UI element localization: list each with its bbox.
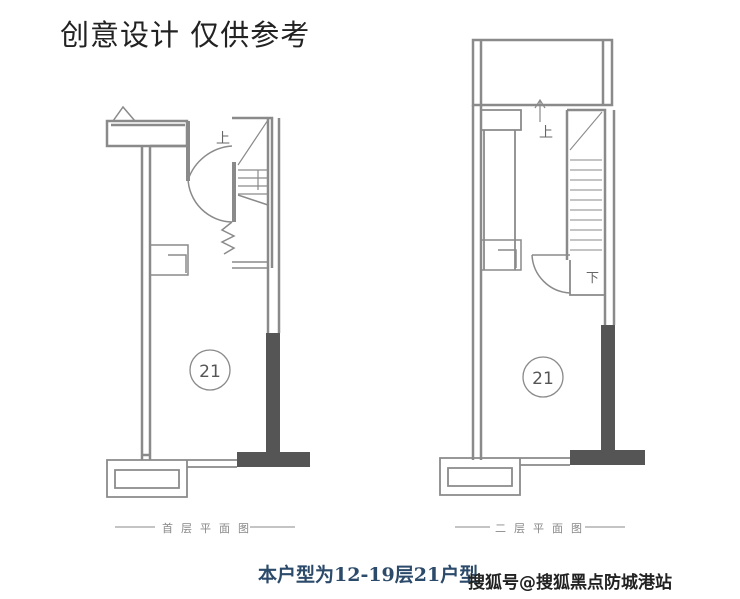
first-floor-plan: 21 上 [105,105,310,528]
unit-number: 21 [532,369,554,389]
dark-slab [237,452,310,467]
unit-type-subtitle: 本户型为12-19层21户型 [258,564,479,586]
stair-up-label: 上 [539,125,553,141]
dark-wall [601,325,615,455]
dark-wall [266,333,280,455]
disclaimer-title: 创意设计 仅供参考 [60,18,311,52]
first-floor-caption: 首层平面图 [162,522,257,535]
second-floor-caption: 二层平面图 [495,522,590,535]
unit-marker [189,349,231,391]
second-floor-plan: 21 上 下 [439,38,645,528]
unit-number: 21 [199,362,221,382]
unit-marker [522,356,564,398]
watermark: 搜狐号@搜狐黑点防城港站 [468,573,672,593]
stair-up-label: 上 [216,131,230,147]
stair-down-label: 下 [586,271,599,286]
dark-slab [570,450,645,465]
